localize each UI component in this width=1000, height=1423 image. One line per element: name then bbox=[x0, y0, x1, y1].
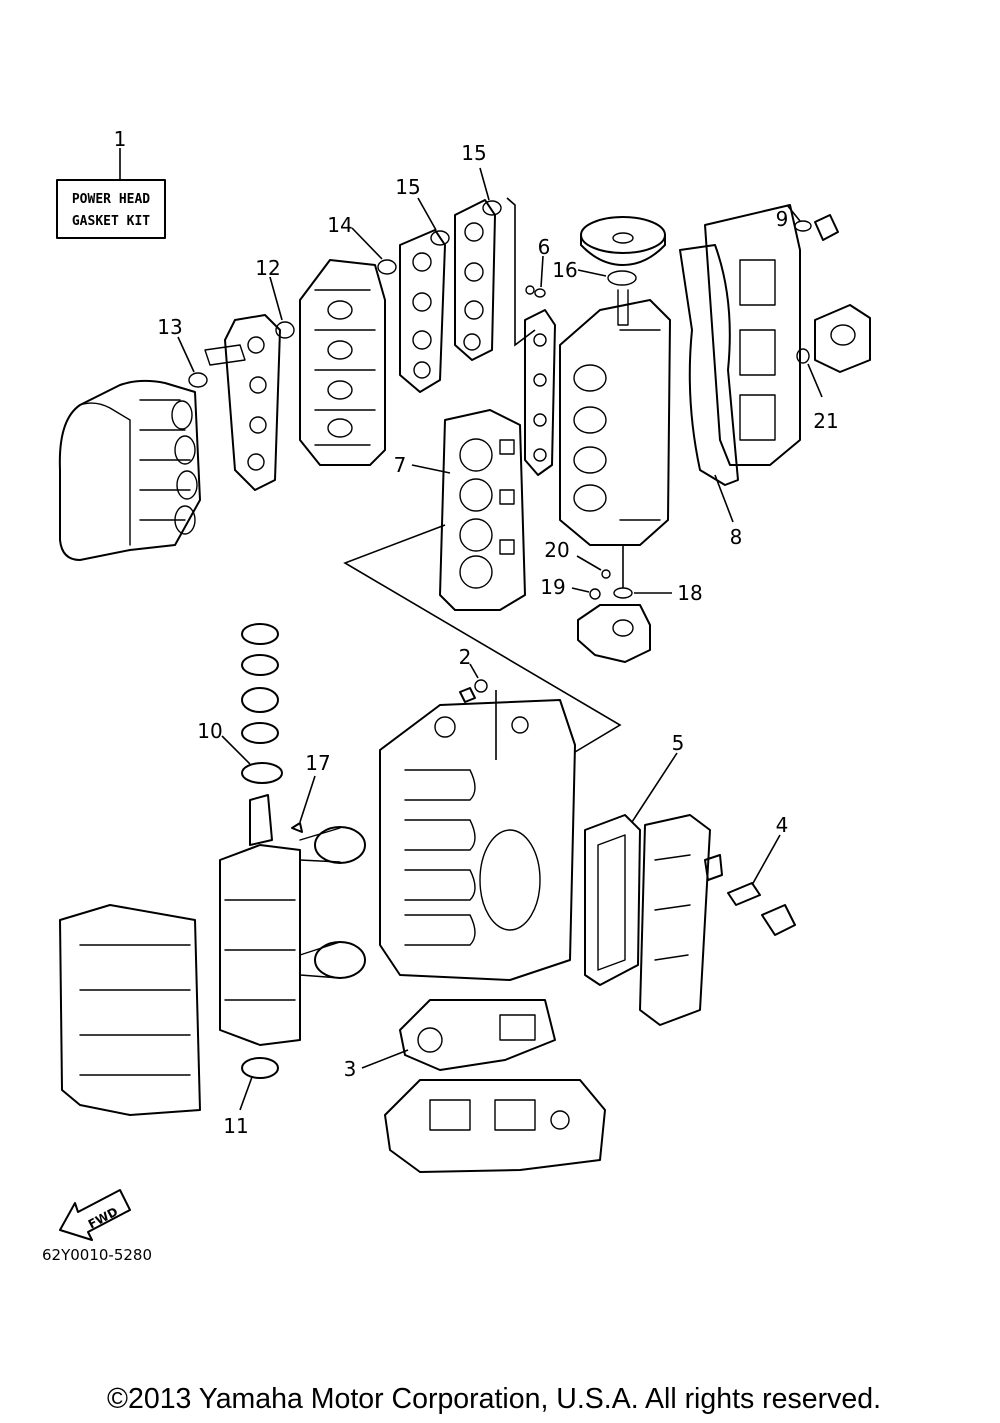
callout-19: 19 bbox=[540, 575, 565, 599]
callout-17: 17 bbox=[305, 751, 330, 775]
exhaust-gasket-5[interactable] bbox=[584, 814, 641, 986]
leader-8 bbox=[714, 474, 734, 523]
seal-16[interactable] bbox=[607, 270, 637, 286]
leader-9 bbox=[786, 204, 801, 222]
manifold-gasket[interactable] bbox=[454, 199, 496, 361]
thermostat-cover bbox=[814, 304, 871, 373]
washer-6[interactable] bbox=[534, 288, 546, 298]
leader-15a bbox=[417, 197, 437, 231]
o-ring-15b[interactable] bbox=[482, 200, 502, 216]
leader-4 bbox=[751, 834, 781, 886]
key-17[interactable] bbox=[291, 822, 303, 833]
o-ring-15a[interactable] bbox=[430, 230, 450, 246]
intake-silencer bbox=[58, 379, 201, 561]
callout-4: 4 bbox=[776, 813, 789, 837]
o-ring-21[interactable] bbox=[796, 348, 810, 364]
o-ring-20[interactable] bbox=[601, 569, 611, 579]
leader-19 bbox=[571, 587, 590, 593]
leader-5 bbox=[631, 752, 678, 823]
washer-2[interactable] bbox=[474, 679, 488, 693]
leader-14 bbox=[351, 227, 383, 260]
base-gasket-3[interactable] bbox=[399, 999, 556, 1071]
callout-15b: 15 bbox=[461, 141, 486, 165]
callout-10: 10 bbox=[197, 719, 222, 743]
leader-17 bbox=[299, 775, 316, 823]
leader-21 bbox=[807, 363, 823, 398]
leader-16 bbox=[577, 269, 607, 277]
drawing-code: 62Y0010-5280 bbox=[42, 1246, 152, 1264]
leader-11 bbox=[239, 1076, 253, 1111]
kit-label-line1: POWER HEAD bbox=[72, 192, 150, 207]
fwd-arrow-icon: FWD bbox=[59, 1189, 131, 1241]
exhaust-cover bbox=[639, 814, 711, 1026]
cylinder-head bbox=[559, 299, 671, 546]
callout-15a: 15 bbox=[395, 175, 420, 199]
sender-4 bbox=[761, 904, 796, 936]
callout-8: 8 bbox=[730, 525, 743, 549]
fwd-label: FWD bbox=[86, 1204, 120, 1231]
oil-seal-10[interactable] bbox=[241, 762, 283, 784]
gasket-4[interactable] bbox=[727, 882, 761, 906]
reed-gasket[interactable] bbox=[399, 229, 446, 393]
callout-14: 14 bbox=[327, 213, 352, 237]
callout-7: 7 bbox=[394, 453, 407, 477]
bracket-line bbox=[506, 197, 536, 347]
reference-line bbox=[343, 524, 622, 753]
leader-13 bbox=[177, 336, 195, 373]
callout-20: 20 bbox=[544, 538, 569, 562]
leader-6 bbox=[540, 255, 544, 288]
cylinder-block bbox=[379, 699, 576, 981]
bearing-stack bbox=[241, 623, 279, 744]
intake-gasket-12[interactable] bbox=[204, 314, 281, 491]
intake-manifold bbox=[299, 259, 386, 466]
fitting-4 bbox=[704, 854, 723, 881]
callout-5: 5 bbox=[672, 731, 685, 755]
gasket-kit-box[interactable]: POWER HEAD GASKET KIT bbox=[56, 179, 166, 239]
leader-20 bbox=[576, 555, 602, 571]
leader-10 bbox=[221, 735, 251, 765]
cover-gasket-8[interactable] bbox=[679, 244, 739, 486]
head-gasket-7[interactable] bbox=[439, 409, 526, 611]
gear bbox=[580, 216, 666, 266]
o-ring-12[interactable] bbox=[275, 321, 295, 339]
kit-label-line2: GASKET KIT bbox=[72, 214, 150, 229]
o-ring-14[interactable] bbox=[377, 259, 397, 275]
callout-21: 21 bbox=[813, 409, 838, 433]
leader-3 bbox=[361, 1049, 409, 1069]
bolt-6 bbox=[525, 285, 535, 295]
callout-13: 13 bbox=[157, 315, 182, 339]
callout-2: 2 bbox=[459, 645, 472, 669]
o-ring-9[interactable] bbox=[794, 220, 812, 232]
callout-3: 3 bbox=[344, 1057, 357, 1081]
callout-18: 18 bbox=[677, 581, 702, 605]
copyright-text: ©2013 Yamaha Motor Corporation, U.S.A. A… bbox=[107, 1383, 881, 1415]
o-ring-19[interactable] bbox=[589, 588, 601, 600]
callout-9: 9 bbox=[776, 207, 789, 231]
plug-9 bbox=[814, 214, 839, 241]
plug-2 bbox=[459, 687, 476, 703]
callout-16: 16 bbox=[552, 258, 577, 282]
head-cover bbox=[704, 204, 801, 466]
leader-15b bbox=[479, 167, 490, 201]
exhaust-gasket[interactable] bbox=[524, 309, 556, 476]
callout-11: 11 bbox=[223, 1114, 248, 1138]
leader-7 bbox=[411, 464, 451, 474]
crankshaft bbox=[219, 794, 366, 1046]
callout-1: 1 bbox=[114, 127, 127, 151]
o-ring-18[interactable] bbox=[613, 587, 633, 599]
leader-12 bbox=[269, 276, 283, 321]
oil-seal-11[interactable] bbox=[241, 1057, 279, 1079]
callout-6: 6 bbox=[538, 235, 551, 259]
crankcase bbox=[59, 904, 201, 1116]
oil-pump bbox=[577, 604, 651, 663]
o-ring-13[interactable] bbox=[188, 372, 208, 388]
leader-2 bbox=[469, 663, 479, 679]
exhaust-adapter bbox=[384, 1079, 606, 1173]
shaft bbox=[617, 289, 629, 326]
callout-12: 12 bbox=[255, 256, 280, 280]
